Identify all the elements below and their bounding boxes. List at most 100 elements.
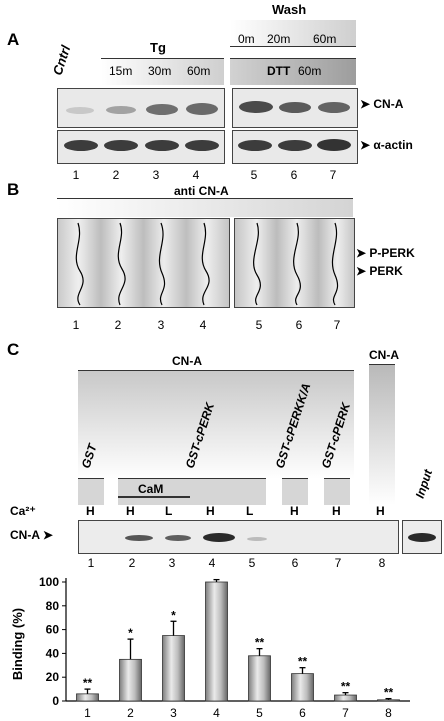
wash-label: Wash xyxy=(272,2,307,17)
bar-lane-7 xyxy=(334,694,357,702)
ca-lane-1: H xyxy=(86,504,95,518)
gst-cperk-ka-bar xyxy=(282,478,308,505)
pulldown-band-lane3 xyxy=(165,535,191,541)
wash-time-0: 0m xyxy=(238,32,255,46)
panel-b-lane-2: 2 xyxy=(114,318,122,332)
cna-band-lane6 xyxy=(279,102,311,113)
panel-a-lane-5: 5 xyxy=(250,168,258,182)
x-tick-label: 8 xyxy=(385,706,392,720)
wash-gradient-wedge xyxy=(230,20,356,47)
pulldown-blot-label: CN-A ➤ xyxy=(10,528,53,542)
bar-lane-2 xyxy=(119,658,142,702)
bar-lane-6 xyxy=(291,673,314,702)
p-perk-label: ➤ P-PERK xyxy=(356,246,415,260)
ca-lane-5: L xyxy=(246,504,254,518)
cntrl-label: Cntrl xyxy=(49,43,74,77)
y-tick-label: 100 xyxy=(39,575,59,589)
significance-7: ** xyxy=(341,680,351,694)
panel-c-lane-4: 4 xyxy=(208,556,216,570)
bar-lane-4 xyxy=(205,581,228,702)
wash-time-20: 20m xyxy=(267,32,291,46)
pulldown-band-lane4 xyxy=(203,533,235,542)
panel-a-lane-4: 4 xyxy=(192,168,200,182)
panel-c-lane-5: 5 xyxy=(248,556,256,570)
actin-band-lane3 xyxy=(145,140,179,151)
significance-1: ** xyxy=(83,676,93,690)
bar-lane-8 xyxy=(377,699,400,702)
wash-time-60: 60m xyxy=(313,32,337,46)
panel-a-lane-6: 6 xyxy=(290,168,298,182)
panel-b-lane-3: 3 xyxy=(157,318,165,332)
panel-a-lane-3: 3 xyxy=(152,168,160,182)
x-tick-label: 7 xyxy=(342,706,349,720)
panel-c-lane-6: 6 xyxy=(291,556,299,570)
y-tick-label: 80 xyxy=(46,599,60,613)
bar-lane-1 xyxy=(76,693,99,702)
x-tick-label: 3 xyxy=(170,706,177,720)
panel-b-lane-6: 6 xyxy=(295,318,303,332)
ca-lane-4: H xyxy=(206,504,215,518)
perk-blot-left xyxy=(57,218,230,308)
cn-a-header: CN-A xyxy=(172,354,202,368)
cna-band-label: ➤ CN-A xyxy=(360,97,404,111)
cam-label: CaM xyxy=(138,482,164,496)
panel-c-lane-7: 7 xyxy=(334,556,342,570)
panel-a-lane-1: 1 xyxy=(72,168,80,182)
x-tick-label: 4 xyxy=(213,706,220,720)
panel-b-lane-4: 4 xyxy=(199,318,207,332)
chart-y-axis-label: Binding (%) xyxy=(10,608,25,680)
actin-band-label: ➤ α-actin xyxy=(360,138,413,152)
significance-5: ** xyxy=(255,636,265,650)
dtt-label: DTT xyxy=(267,64,291,78)
cna-blot-right xyxy=(232,88,358,128)
tg-time-15: 15m xyxy=(109,64,133,78)
y-tick-label: 0 xyxy=(52,694,59,708)
panel-b-letter: B xyxy=(7,180,20,199)
significance-8: ** xyxy=(384,686,394,700)
panel-a-lane-2: 2 xyxy=(112,168,120,182)
cna-band-lane1 xyxy=(66,107,94,114)
gst-cperk-2-bar xyxy=(324,478,350,505)
gst-cperk-bar xyxy=(118,478,266,505)
x-tick-label: 2 xyxy=(127,706,134,720)
tg-gradient-wedge xyxy=(101,58,224,85)
cna-band-lane4 xyxy=(186,103,218,115)
ca-lane-3: L xyxy=(165,504,173,518)
y-tick-label: 60 xyxy=(46,623,60,637)
tg-label: Tg xyxy=(150,40,166,55)
significance-6: ** xyxy=(298,655,308,669)
bar-lane-3 xyxy=(162,635,185,702)
y-tick-label: 40 xyxy=(46,646,60,660)
significance-2: * xyxy=(128,626,133,640)
perk-band-traces-right xyxy=(253,222,339,306)
ca-label: Ca²⁺ xyxy=(10,504,36,518)
cna-blot-left xyxy=(57,88,225,128)
ca-lane-7: H xyxy=(332,504,341,518)
actin-band-lane1 xyxy=(64,140,98,151)
input-band xyxy=(408,533,436,542)
cn-a-lane8-wedge xyxy=(369,364,395,505)
cam-bracket xyxy=(118,496,190,498)
panel-b-lane-5: 5 xyxy=(255,318,263,332)
bar-lane-5 xyxy=(248,655,271,702)
dtt-time: 60m xyxy=(298,64,322,78)
cn-a-gradient-wedge xyxy=(78,370,354,479)
actin-blot-left xyxy=(57,130,225,164)
input-blot xyxy=(402,520,442,554)
panel-b-lane-1: 1 xyxy=(72,318,80,332)
perk-label: ➤ PERK xyxy=(356,264,403,278)
actin-band-lane5 xyxy=(238,140,272,151)
cna-band-lane7 xyxy=(318,102,350,113)
perk-band-traces-left xyxy=(75,222,210,306)
ca-lane-2: H xyxy=(126,504,135,518)
x-tick-label: 6 xyxy=(299,706,306,720)
perk-blot-right xyxy=(234,218,355,308)
tg-time-60: 60m xyxy=(187,64,211,78)
ca-lane-8: H xyxy=(376,504,385,518)
panel-c-lane-3: 3 xyxy=(168,556,176,570)
actin-band-lane2 xyxy=(104,140,138,151)
pulldown-band-lane5 xyxy=(247,537,267,541)
actin-band-lane7 xyxy=(317,139,351,151)
panel-c-lane-8: 8 xyxy=(378,556,386,570)
